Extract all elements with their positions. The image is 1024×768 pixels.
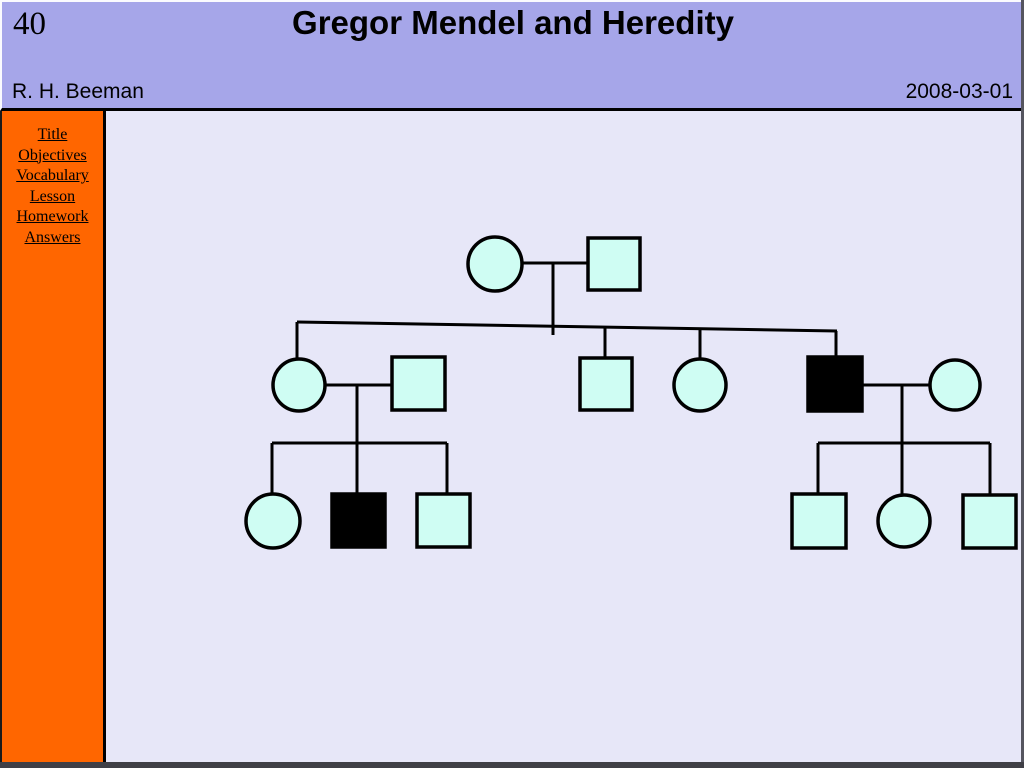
pedigree-member-gen2-husband xyxy=(390,355,447,412)
author-name: R. H. Beeman xyxy=(12,80,144,103)
sidebar-item-title[interactable]: Title xyxy=(37,126,68,143)
bottom-edge xyxy=(0,762,1024,768)
pedigree-member-gen1-father xyxy=(586,236,642,292)
slide-date: 2008-03-01 xyxy=(905,80,1013,103)
page-title: Gregor Mendel and Heredity xyxy=(292,4,734,41)
slide-number: 40 xyxy=(13,6,46,42)
slide-header: 40 Gregor Mendel and Heredity R. H. Beem… xyxy=(0,0,1024,111)
pedigree-member-gen3-son-2 xyxy=(415,492,472,549)
pedigree-member-gen1-mother xyxy=(466,235,524,293)
pedigree-member-gen3-son-3 xyxy=(790,492,848,550)
pedigree-line xyxy=(296,320,838,333)
pedigree-member-gen3-daughter-1 xyxy=(244,492,302,550)
sidebar-item-objectives[interactable]: Objectives xyxy=(18,146,87,164)
sidebar-item-homework[interactable]: Homework xyxy=(16,208,89,225)
pedigree-member-gen2-wife xyxy=(928,358,982,412)
slide-right-edge xyxy=(1021,0,1024,768)
sidebar-item-vocabulary[interactable]: Vocabulary xyxy=(16,167,89,184)
sidebar-nav: Title Objectives Vocabulary Lesson Homew… xyxy=(0,111,106,762)
pedigree-member-gen2-son-1 xyxy=(578,356,634,412)
sidebar-item-answers[interactable]: Answers xyxy=(24,228,81,246)
pedigree-member-gen3-son-1-affected xyxy=(330,492,387,549)
pedigree-member-gen2-son-2-affected xyxy=(806,355,864,413)
pedigree-member-gen2-daughter-2 xyxy=(672,357,728,413)
pedigree-member-gen2-daughter-1 xyxy=(271,357,327,413)
pedigree-member-gen3-daughter-2 xyxy=(876,493,932,549)
sidebar-item-lesson[interactable]: Lesson xyxy=(29,187,76,205)
pedigree-member-gen3-son-4 xyxy=(961,493,1018,550)
